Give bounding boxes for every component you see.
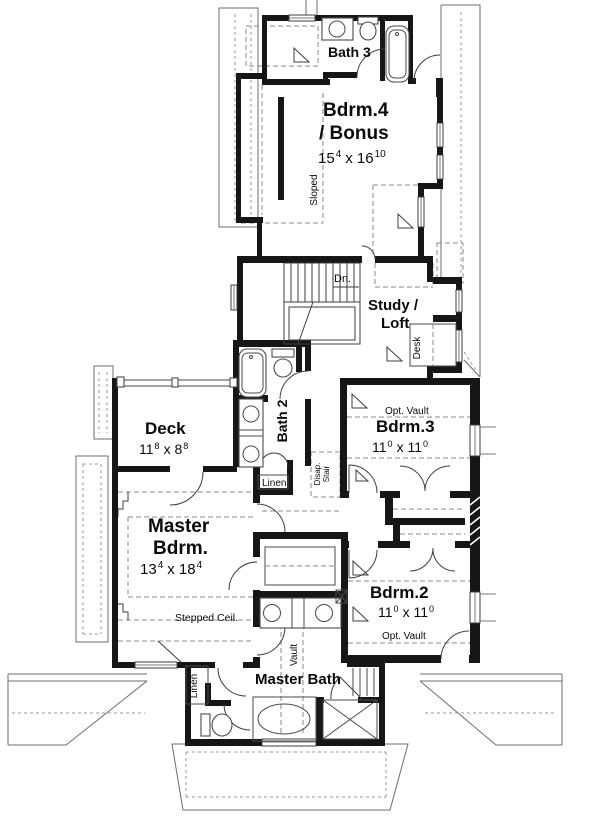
bdrm3-opt-vault-label: Opt. Vault xyxy=(385,406,429,417)
master-bath-door xyxy=(256,626,286,656)
toilet-room-door xyxy=(217,667,247,697)
ceiling-dashed-lines xyxy=(117,25,470,736)
bdrm2-door xyxy=(348,549,378,579)
master-sink xyxy=(315,604,333,622)
master-toilet-tank xyxy=(200,713,211,737)
master-sink xyxy=(263,604,281,622)
fixtures xyxy=(116,16,457,742)
bdrm2-opt-vault-label: Opt. Vault xyxy=(382,631,426,642)
stepped-ceiling-label: Stepped Ceil. xyxy=(175,612,238,624)
staircase xyxy=(283,262,361,345)
bath3-toilet xyxy=(359,21,377,41)
chimney-chase-left-upper xyxy=(93,365,114,440)
roof-plane-bottom-right xyxy=(419,673,563,746)
bdrm4-attic-door xyxy=(413,54,441,82)
windows xyxy=(134,14,496,747)
deck-door xyxy=(169,471,204,506)
master-label-line1: Master xyxy=(148,516,210,537)
bath2-door xyxy=(279,370,309,400)
roof-hip-bottom-center xyxy=(171,743,409,811)
bath3-closet-dashed xyxy=(245,25,319,67)
linen-closet-box-master xyxy=(185,665,209,705)
master-vanity xyxy=(259,597,342,629)
stairs-down-label: Dn. xyxy=(334,273,351,285)
master-tub-platform xyxy=(252,696,317,742)
disappearing-stair-label-line1: Disap. xyxy=(313,463,322,486)
chimney-chase-left-lower xyxy=(75,455,109,643)
bath3-sink xyxy=(328,20,346,38)
roof-plane-bottom-left xyxy=(7,673,148,746)
master-label-line2: Bdrm. xyxy=(153,538,208,559)
bath2-toilet-tank xyxy=(271,348,295,358)
bdrm3-closet-doors xyxy=(399,465,451,492)
linen-closet-box xyxy=(257,474,289,490)
desk-label: Desk xyxy=(412,336,423,360)
study-open-dashed xyxy=(374,263,434,288)
study-label-line2: Loft xyxy=(381,315,409,332)
closet-rod-lines xyxy=(393,508,465,535)
bdrm4-door xyxy=(361,245,376,260)
disappearing-stair-label-line2: Stair xyxy=(322,465,331,482)
master-hall-door xyxy=(256,503,286,533)
bdrm2-label: Bdrm.2 xyxy=(370,583,429,602)
bdrm3-label: Bdrm.3 xyxy=(376,417,435,436)
bath3-tub xyxy=(385,25,410,83)
shower-door xyxy=(330,676,363,700)
chase-box xyxy=(335,589,348,604)
study-label-line1: Study / xyxy=(368,297,419,314)
bdrm2-storage-door xyxy=(440,630,470,660)
master-dressing-door xyxy=(228,561,258,591)
bath2-tub xyxy=(238,348,267,398)
bath-shelves xyxy=(352,668,375,696)
bdrm4-label-line2: / Bonus xyxy=(319,123,389,144)
vault-ceiling-lines xyxy=(280,600,304,736)
deck-label: Deck xyxy=(145,419,186,438)
door-swings xyxy=(169,48,470,731)
sloped-label: Sloped xyxy=(309,174,320,205)
bath3-sink-counter xyxy=(321,17,354,41)
bdrm3-opt-vault-lines xyxy=(347,416,470,459)
bath2-sink xyxy=(242,445,260,463)
bath2-label: Bath 2 xyxy=(274,399,290,442)
linen-label-master: Linen xyxy=(189,674,200,698)
master-shower xyxy=(322,699,378,740)
sloped-ceiling-line xyxy=(241,93,324,224)
bath3-label: Bath 3 xyxy=(328,44,371,60)
master-bath-label: Master Bath xyxy=(255,671,341,688)
walls xyxy=(112,15,481,746)
chimney-top xyxy=(305,0,318,15)
bath3-door xyxy=(356,48,386,78)
master-tub xyxy=(257,703,311,735)
bath2-vanity xyxy=(238,398,264,468)
stepped-ceiling-lines xyxy=(118,491,253,642)
bdrm4-label-line1: Bdrm.4 xyxy=(323,100,389,121)
bdrm4-attic-dashed xyxy=(372,184,418,256)
bath2-toilet xyxy=(273,358,293,378)
vault-label: Vault xyxy=(289,644,300,666)
triangle-symbols xyxy=(293,46,415,622)
master-toilet xyxy=(211,713,233,737)
bdrm3-door xyxy=(348,464,378,494)
linen-label-hall: Linen xyxy=(262,478,286,489)
bdrm2-closet-doors xyxy=(409,547,456,572)
bdrm2-opt-vault-lines xyxy=(348,580,470,644)
linen-bifold-doors xyxy=(259,452,289,468)
roof-plane-top-left xyxy=(218,7,259,228)
bath2-sink xyxy=(242,405,260,423)
